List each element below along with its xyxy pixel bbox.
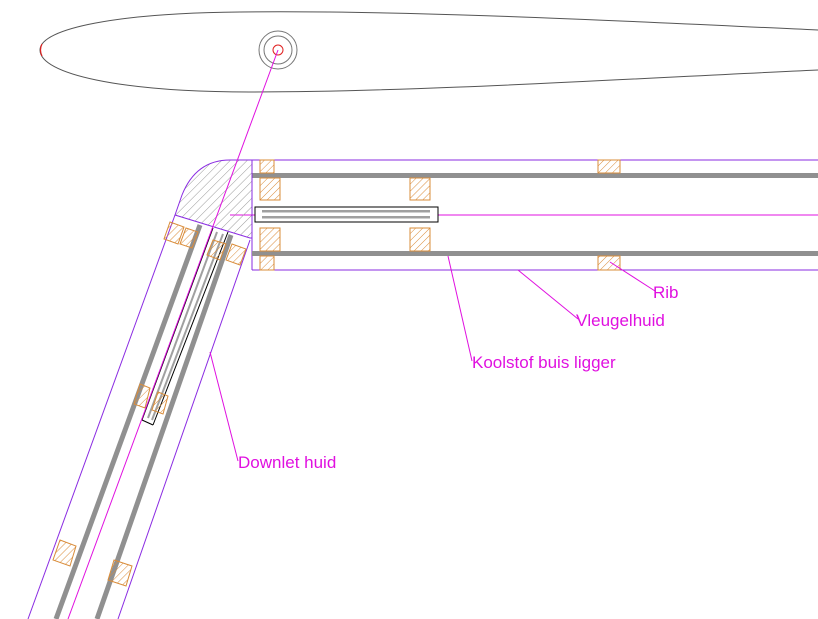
vleugelhuid-leader [517, 269, 579, 320]
wing-rib-blocks [259, 159, 621, 271]
wing-spar-caps [252, 173, 818, 256]
corner-joint-block [174, 159, 253, 239]
wing-section [230, 159, 818, 271]
leader-lines [209, 255, 656, 462]
label-vleugelhuid: Vleugelhuid [576, 311, 665, 330]
hinge-center-line [67, 49, 279, 619]
airfoil-profile [39, 11, 818, 93]
label-rib: Rib [653, 283, 679, 302]
downlet-section [27, 214, 251, 619]
annotation-labels: Rib Vleugelhuid Koolstof buis ligger Dow… [238, 283, 679, 472]
rib-leader [609, 261, 656, 292]
downlet-rib-blocks [52, 221, 247, 587]
koolstof-leader [447, 255, 473, 362]
label-koolstof-buis-ligger: Koolstof buis ligger [472, 353, 616, 372]
hinge-circle [258, 30, 298, 70]
carbon-tube-spar [254, 206, 439, 223]
downlet-huid-leader [209, 351, 239, 462]
label-downlet-huid: Downlet huid [238, 453, 336, 472]
